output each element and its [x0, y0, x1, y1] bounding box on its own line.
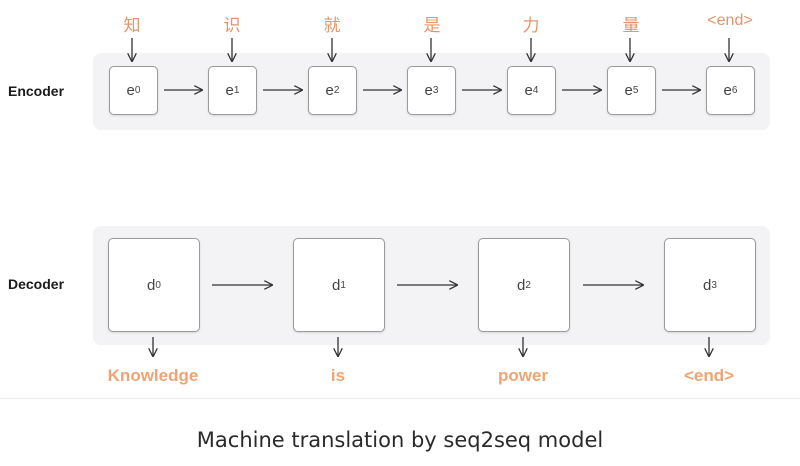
encoder-state-0-name: e — [126, 82, 135, 99]
decoder-label: Decoder — [8, 276, 65, 292]
decoder-state-1-name: d — [332, 276, 341, 294]
encoder-token-5: 量 — [622, 16, 640, 36]
encoder-state-4-name: e — [524, 82, 533, 99]
encoder-state-5-sub: 5 — [632, 85, 639, 96]
encoder-state-6-name: e — [723, 82, 732, 99]
encoder-token-4: 力 — [522, 16, 540, 36]
encoder-state-3-sub: 3 — [432, 85, 439, 96]
encoder-state-6-sub: 6 — [731, 85, 738, 96]
encoder-state-5-name: e — [624, 82, 633, 99]
encoder-state-3-name: e — [424, 82, 433, 99]
decoder-state-1-sub: 1 — [340, 279, 346, 291]
decoder-output-0: Knowledge — [107, 366, 199, 385]
decoder-state-0-name: d — [147, 276, 156, 294]
encoder-token-2: 就 — [323, 16, 341, 36]
encoder-state-2-sub: 2 — [333, 85, 340, 96]
caption-divider — [0, 398, 800, 399]
decoder-output-3: <end> — [683, 366, 735, 385]
decoder-output-2: power — [497, 366, 549, 385]
encoder-label: Encoder — [8, 83, 65, 99]
decoder-state-0-sub: 0 — [155, 279, 161, 291]
encoder-state-1-sub: 1 — [233, 85, 240, 96]
decoder-state-2-name: d — [517, 276, 526, 294]
encoder-state-0-sub: 0 — [134, 85, 141, 96]
encoder-token-0: 知 — [123, 16, 141, 36]
encoder-token-6: <end> — [707, 12, 753, 29]
encoder-state-1-name: e — [225, 82, 234, 99]
encoder-state-2-name: e — [325, 82, 334, 99]
decoder-state-3-sub: 3 — [711, 279, 717, 291]
encoder-token-3: 是 — [423, 16, 441, 36]
figure-caption: Machine translation by seq2seq model — [196, 428, 604, 452]
decoder-state-2-sub: 2 — [525, 279, 531, 291]
decoder-state-3-name: d — [703, 276, 712, 294]
decoder-output-1: is — [330, 366, 346, 385]
encoder-token-1: 识 — [223, 16, 241, 36]
encoder-state-4-sub: 4 — [532, 85, 539, 96]
